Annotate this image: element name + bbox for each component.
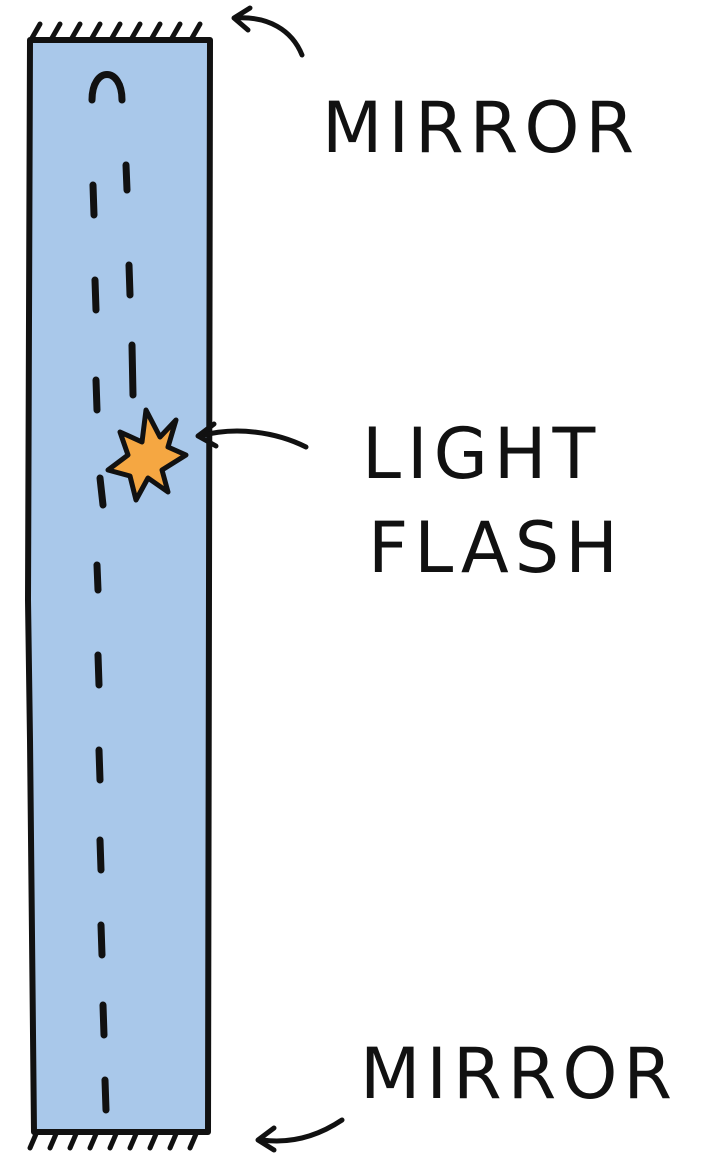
light-flash-label-line2: FLASH <box>368 507 624 589</box>
mirror-bottom-hatching <box>30 1134 196 1148</box>
light-tube <box>28 40 210 1132</box>
arrow-to-light-flash-icon <box>198 424 306 447</box>
mirror-bottom-label: MIRROR <box>360 1033 678 1115</box>
arrow-to-top-mirror-icon <box>234 8 302 55</box>
mirror-top-label: MIRROR <box>322 87 640 169</box>
light-flash-label-line1: LIGHT <box>362 413 601 495</box>
mirror-top-hatching <box>32 24 200 38</box>
arrow-to-bottom-mirror-icon <box>258 1120 342 1150</box>
